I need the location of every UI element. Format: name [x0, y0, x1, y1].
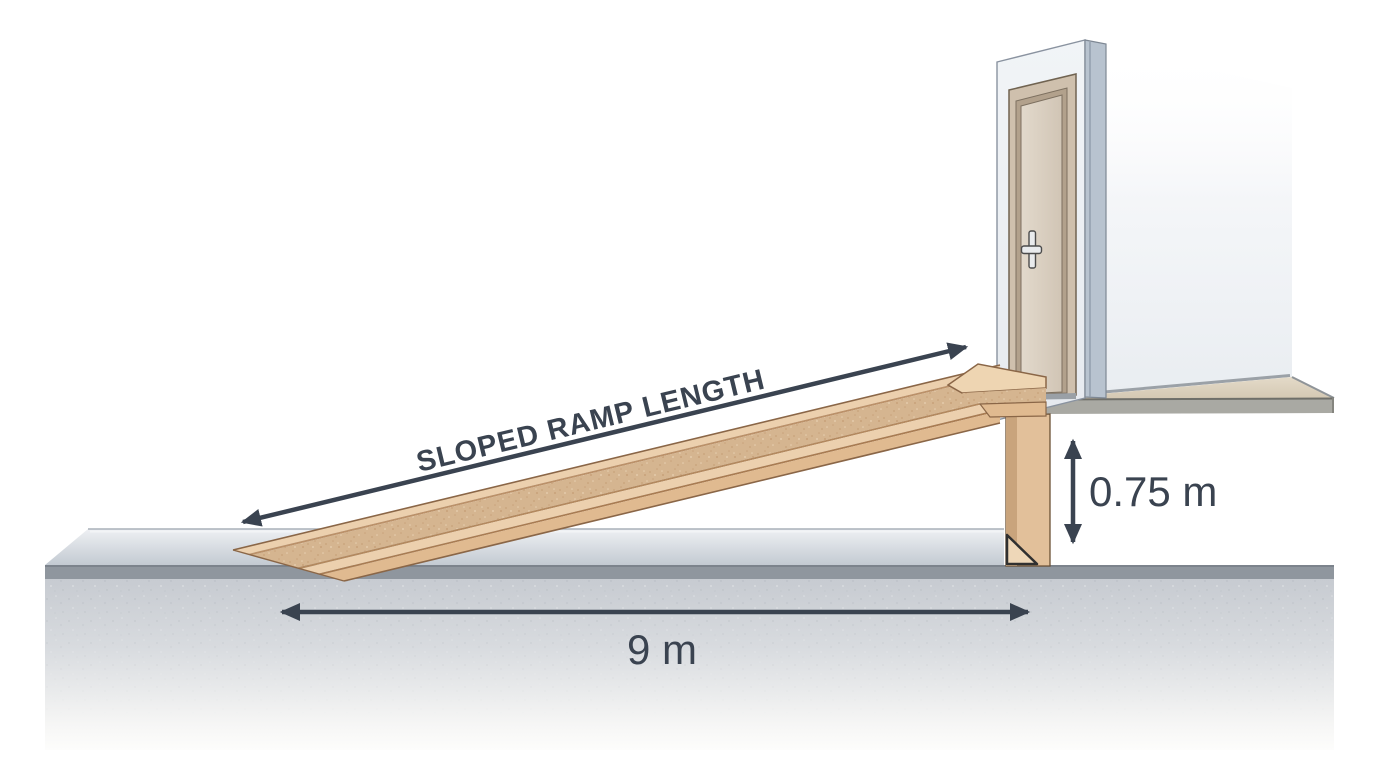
wall-corner-outline [1084, 39, 1107, 399]
annotations [240, 342, 1082, 621]
interior-wall [1104, 46, 1292, 393]
doorway [996, 39, 1107, 421]
baseboard [1103, 374, 1291, 394]
corner-brace [1005, 533, 1039, 566]
wall-corner-trim [1085, 40, 1106, 398]
ramp-landing [946, 363, 1051, 567]
fascia-top-line [1043, 397, 1335, 401]
run-label: 9 m [627, 626, 697, 673]
landing-front [978, 401, 1047, 418]
rise-label: 0.75 m [1089, 468, 1217, 515]
floor-edge-trim [1291, 376, 1335, 399]
support-post-shade [1006, 415, 1017, 566]
curb-edge [45, 565, 1334, 579]
porch-fascia [1044, 398, 1334, 414]
door-handle-icon [1020, 230, 1043, 269]
ramp-tip-edge [232, 549, 345, 582]
slope-arrow [240, 342, 969, 527]
porch [1043, 46, 1335, 414]
landing-top-texture [962, 388, 1046, 404]
door [1020, 94, 1063, 395]
porch-floor [1048, 377, 1334, 399]
